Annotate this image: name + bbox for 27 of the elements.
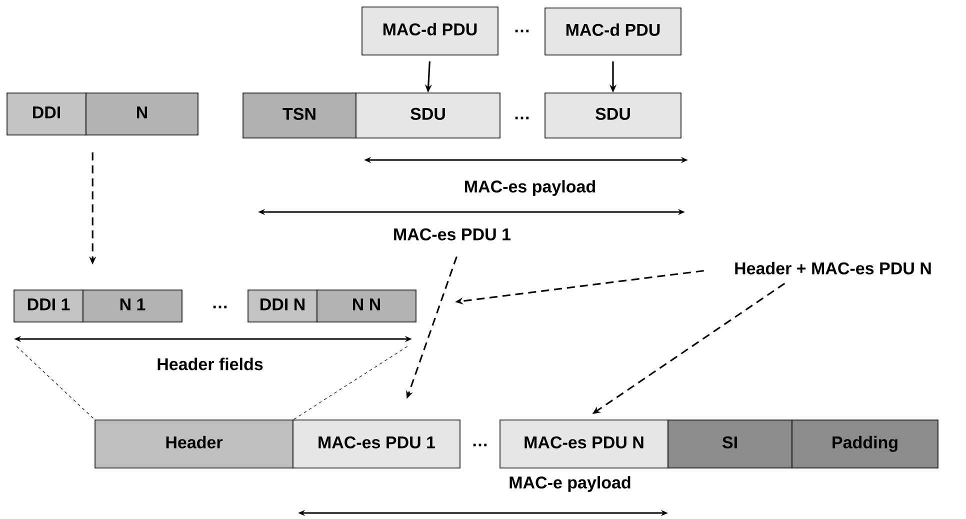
text-label: MAC-es PDU 1 [394,228,511,240]
field-box: SDU [356,92,500,138]
projection-line [16,346,95,420]
field-box: DDI [6,92,86,136]
field-box: MAC-d PDU [544,8,682,56]
text-label: Header + MAC-es PDU N [735,262,931,274]
field-box: SDU [544,92,682,138]
ellipsis: … [515,116,529,120]
field-box: Padding [792,420,938,468]
dimension-label: MAC-e payload [510,476,630,492]
field-box: N 1 [82,290,182,322]
field-box: MAC-es PDU N [500,420,668,468]
field-box: N [86,92,198,136]
ellipsis: … [515,30,529,32]
field-box: Header [94,420,294,468]
field-box: DDI 1 [14,290,84,322]
field-box: SI [668,420,792,468]
field-box: MAC-es PDU 1 [292,420,460,468]
dimension-label: MAC-es payload [465,180,595,196]
projection-line [293,346,408,420]
field-box: DDI N [248,290,318,322]
dimension-label: Header fields [158,358,263,370]
field-box: TSN [242,92,356,138]
field-box: MAC-d PDU [362,6,498,56]
field-box: N N [316,290,416,322]
ellipsis: … [473,444,487,446]
ellipsis: … [213,306,227,308]
